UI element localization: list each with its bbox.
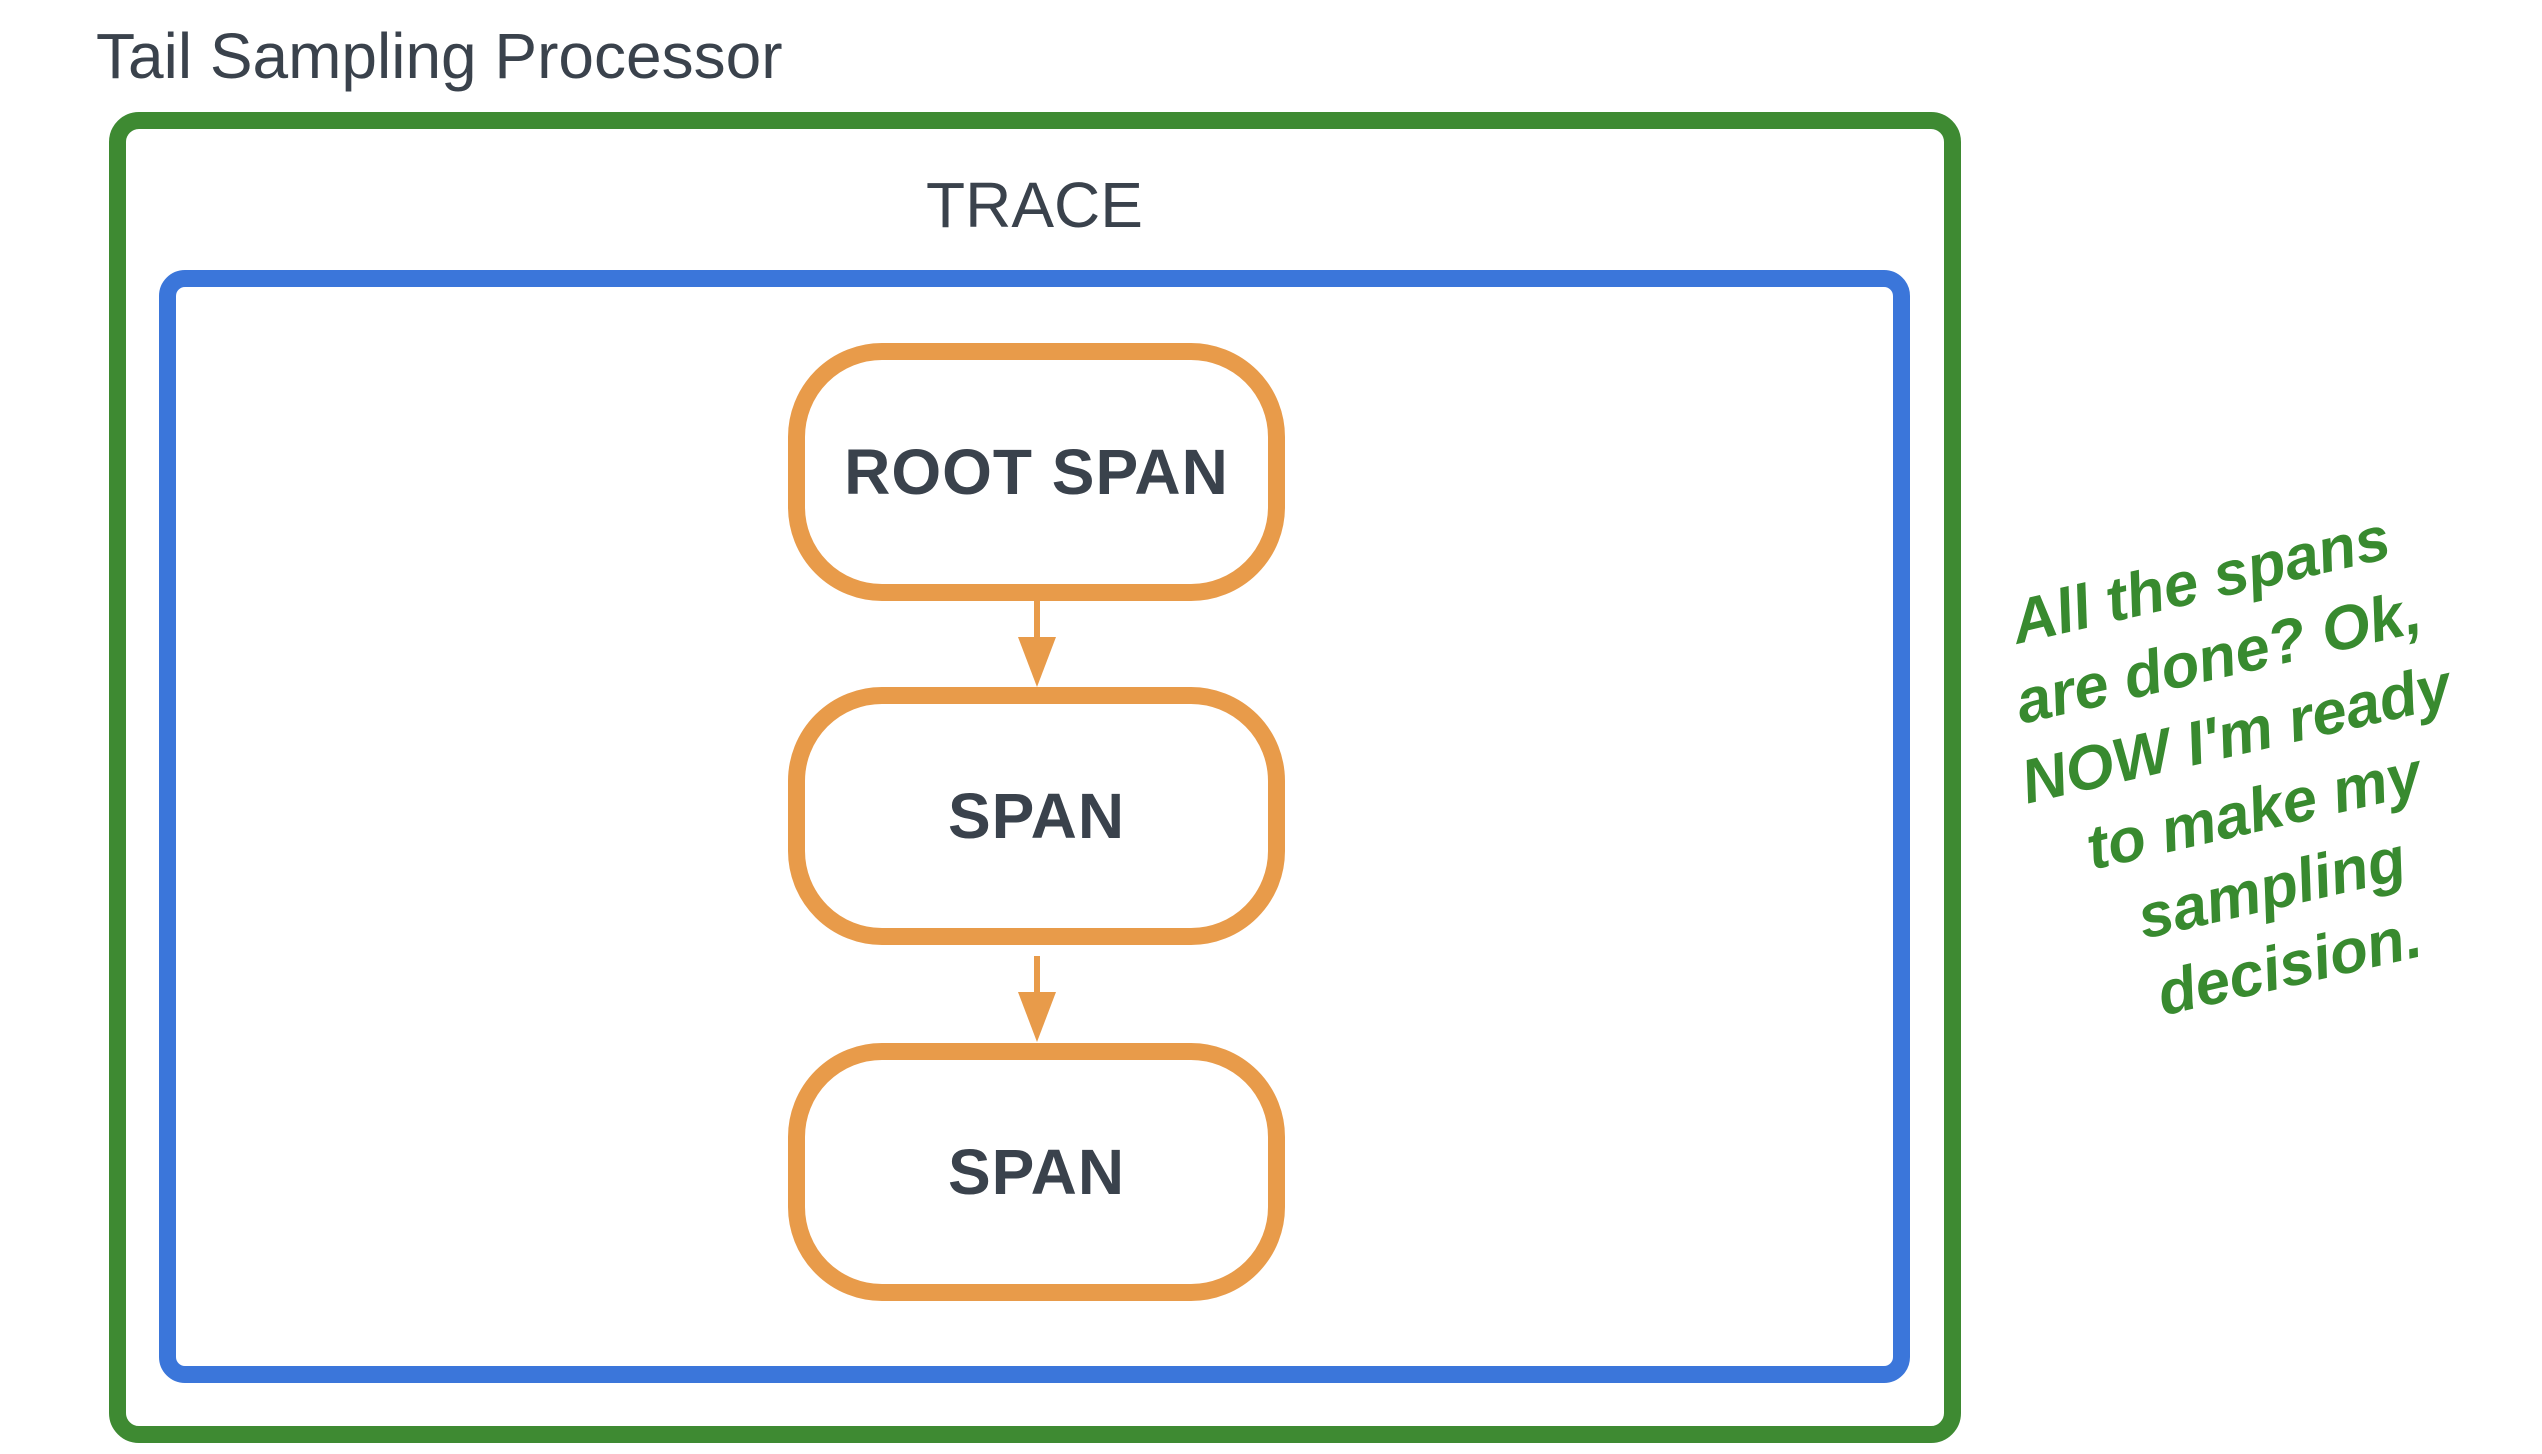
arrow-head [1018, 992, 1056, 1042]
tail-sampling-processor-box [109, 112, 1961, 1443]
trace-label: TRACE [926, 169, 1143, 241]
arrow-down-icon [1018, 956, 1056, 1042]
span-node-2: SPAN [788, 1043, 1285, 1301]
root-span-label: ROOT SPAN [844, 436, 1229, 508]
arrow-down-icon [1018, 601, 1056, 687]
arrow-head [1018, 637, 1056, 687]
diagram-title: Tail Sampling Processor [96, 20, 783, 92]
span-node-1: SPAN [788, 687, 1285, 945]
span-label-1: SPAN [947, 780, 1126, 852]
span-label-2: SPAN [947, 1136, 1126, 1208]
trace-box [159, 270, 1910, 1383]
sampling-decision-callout: All the spans are done? Ok, NOW I'm read… [1904, 476, 2542, 1071]
root-span-node: ROOT SPAN [788, 343, 1285, 601]
arrow-shaft [1034, 956, 1040, 992]
arrow-shaft [1034, 601, 1040, 637]
